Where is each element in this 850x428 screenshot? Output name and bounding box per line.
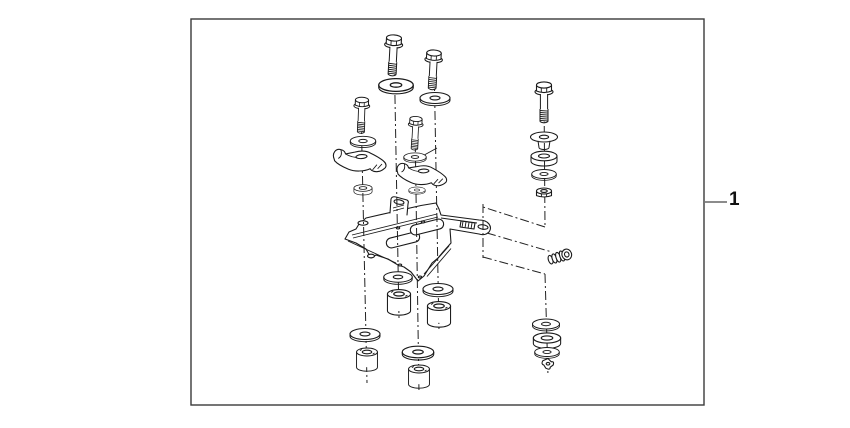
hex-flange-nut <box>535 187 553 198</box>
washer-spacer-3 <box>401 345 435 361</box>
push-nut <box>541 357 555 370</box>
callout-number: 1 <box>729 189 740 210</box>
flange-bolt-3 <box>352 96 371 135</box>
thick-washer-upper <box>530 150 558 167</box>
set-screw <box>547 248 573 265</box>
flange-bolt-5 <box>534 81 554 124</box>
hook-clamp-right <box>395 162 449 188</box>
hook-clamp-left <box>331 148 388 174</box>
diagram-border <box>190 18 705 406</box>
washer-bolt4 <box>403 152 427 164</box>
washer-bolt2 <box>419 91 451 107</box>
washer-bolt1 <box>378 78 414 95</box>
washer-lower-stack-1 <box>532 318 560 332</box>
washer-bolt3 <box>349 135 377 149</box>
flange-bolt-4 <box>406 115 424 151</box>
washer-spacer-4 <box>422 282 454 298</box>
mounting-plate-bracket <box>344 196 492 282</box>
washer-spacer-2 <box>383 271 413 285</box>
washer-spacer-1 <box>349 327 381 343</box>
washer-right-hook <box>408 186 426 195</box>
washer-right-stack <box>531 169 557 181</box>
flange-bolt-1 <box>382 33 404 77</box>
washer-lower-stack-2 <box>534 347 560 359</box>
flange-bolt-2 <box>422 49 444 91</box>
